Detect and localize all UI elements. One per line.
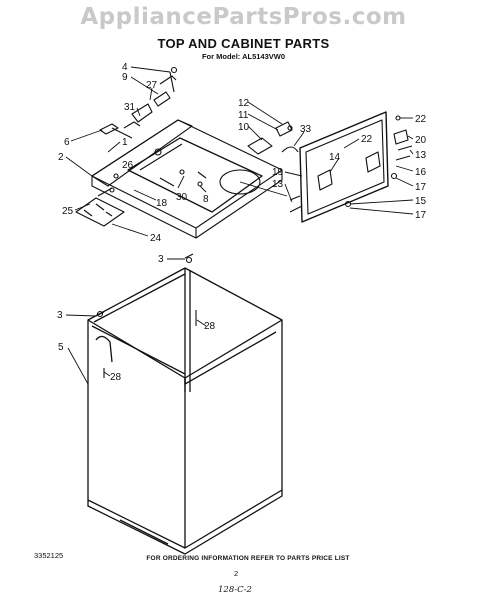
screws bbox=[95, 148, 203, 378]
top-panel bbox=[91, 119, 283, 239]
callout-27: 27 bbox=[146, 80, 158, 91]
callout-3a: 3 bbox=[158, 254, 164, 265]
callout-10: 10 bbox=[238, 122, 250, 133]
callout-5: 5 bbox=[58, 342, 64, 353]
callout-13b: 13 bbox=[272, 179, 284, 190]
handwritten-code: 128-C-2 bbox=[218, 585, 252, 595]
callout-22a: 22 bbox=[361, 134, 373, 145]
callout-20: 20 bbox=[415, 135, 427, 146]
callout-15: 15 bbox=[415, 196, 427, 207]
callout-17b: 17 bbox=[415, 210, 427, 221]
callout-8: 8 bbox=[203, 194, 209, 205]
callout-24: 24 bbox=[150, 233, 162, 244]
callout-18: 18 bbox=[156, 198, 168, 209]
callout-22b: 22 bbox=[415, 114, 427, 125]
callout-19: 19 bbox=[272, 167, 284, 178]
document-code: 3352125 bbox=[34, 551, 64, 560]
callout-26: 26 bbox=[122, 160, 134, 171]
callout-31: 31 bbox=[124, 102, 136, 113]
callout-labels: 4 9 27 31 1 6 2 26 30 8 18 25 24 12 11 1… bbox=[57, 62, 427, 383]
ordering-note: FOR ORDERING INFORMATION REFER TO PARTS … bbox=[146, 555, 350, 562]
leader-lines bbox=[65, 66, 414, 385]
callout-28a: 28 bbox=[204, 321, 216, 332]
callout-12: 12 bbox=[238, 98, 250, 109]
callout-1: 1 bbox=[122, 137, 128, 148]
callout-9: 9 bbox=[122, 72, 128, 83]
callout-25: 25 bbox=[62, 206, 74, 217]
callout-13a: 13 bbox=[415, 150, 427, 161]
page-title: TOP AND CABINET PARTS bbox=[157, 36, 330, 51]
lid-switch-parts bbox=[247, 121, 299, 155]
model-label: For Model: AL5143VW0 bbox=[201, 52, 286, 61]
callout-6: 6 bbox=[64, 137, 70, 148]
callout-33: 33 bbox=[300, 124, 312, 135]
cabinet bbox=[87, 267, 283, 555]
callout-17a: 17 bbox=[415, 182, 427, 193]
right-small-parts bbox=[344, 115, 413, 208]
callout-4: 4 bbox=[122, 62, 128, 73]
callout-16: 16 bbox=[415, 167, 427, 178]
callout-11: 11 bbox=[238, 110, 249, 121]
lid-panel bbox=[289, 111, 389, 223]
callout-3b: 3 bbox=[57, 310, 63, 321]
callout-14: 14 bbox=[329, 152, 341, 163]
callout-30: 30 bbox=[176, 192, 188, 203]
page-number: 2 bbox=[234, 569, 239, 578]
lid-hinge-parts bbox=[99, 66, 178, 139]
callout-28b: 28 bbox=[110, 372, 122, 383]
callout-2: 2 bbox=[58, 152, 64, 163]
watermark: AppliancePartsPros.com bbox=[80, 4, 407, 30]
